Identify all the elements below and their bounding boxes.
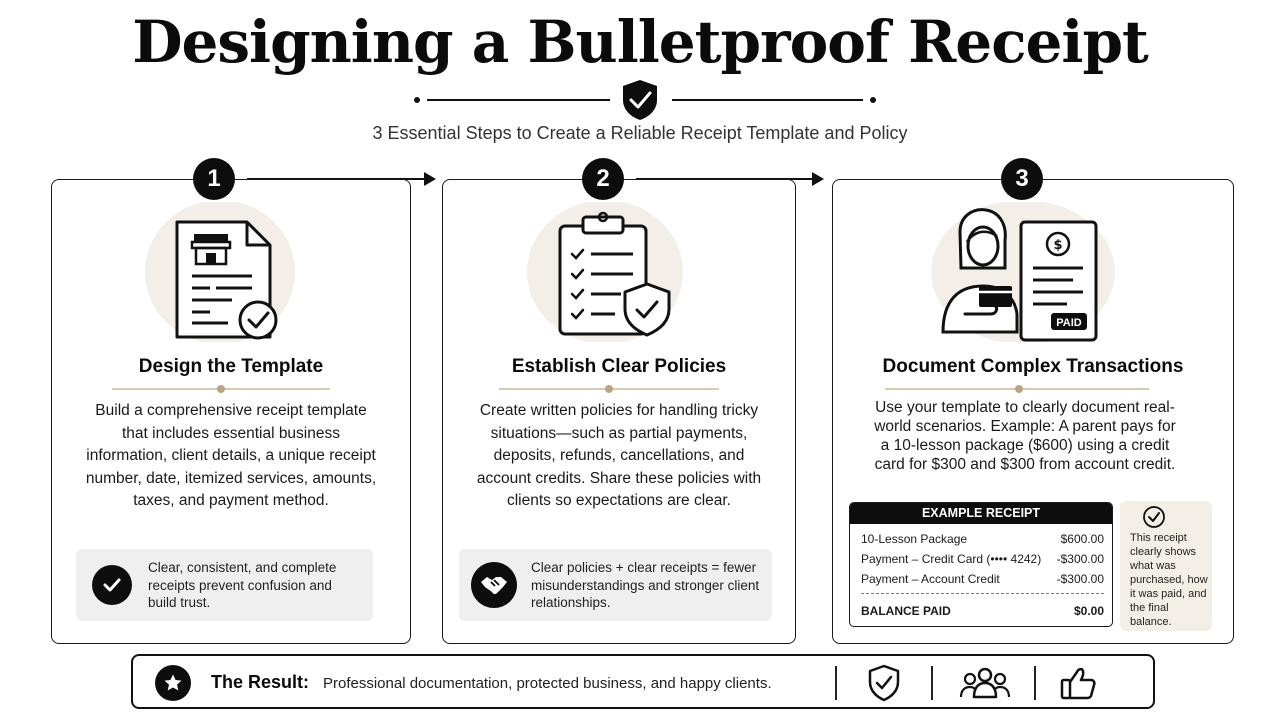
receipt-row: 10-Lesson Package $600.00 <box>861 532 1104 546</box>
step-title: Design the Template <box>138 356 324 377</box>
step-number-3: 3 <box>1001 158 1043 200</box>
receipt-row-label: Payment – Credit Card (•••• 4242) <box>861 552 1042 566</box>
step-description: Build a comprehensive receipt template t… <box>85 402 377 509</box>
divider <box>835 666 837 700</box>
step-description: Use your template to clearly document re… <box>874 399 1176 473</box>
step-card-document-transactions: $ PAID Document Complex Transactions Use… <box>832 179 1234 644</box>
step-note: Clear, consistent, and complete receipts… <box>76 549 373 621</box>
step-number-2: 2 <box>582 158 624 200</box>
title-underline <box>499 385 719 393</box>
step-card-establish-policies: Establish Clear Policies Create written … <box>442 179 796 644</box>
page-title: Designing a Bulletproof Receipt <box>132 8 1149 76</box>
step-title: Document Complex Transactions <box>882 356 1184 377</box>
receipt-header: EXAMPLE RECEIPT <box>850 503 1112 524</box>
receipt-total-label: BALANCE PAID <box>861 604 951 618</box>
receipt-row: Payment – Account Credit -$300.00 <box>861 572 1104 586</box>
receipt-row: Payment – Credit Card (•••• 4242) -$300.… <box>861 552 1104 566</box>
shield-check-icon <box>623 80 657 120</box>
step-title: Establish Clear Policies <box>511 356 727 377</box>
result-banner: The Result: Professional documentation, … <box>131 654 1155 709</box>
check-circle-icon <box>1143 506 1165 528</box>
step-card-design-template: Design the Template Build a comprehensiv… <box>51 179 411 644</box>
receipt-row-label: Payment – Account Credit <box>861 572 1000 586</box>
receipt-row-amount: $600.00 <box>1060 532 1104 546</box>
shield-check-icon <box>868 664 900 702</box>
receipt-row-amount: -$300.00 <box>1056 552 1104 566</box>
title-divider <box>414 80 876 120</box>
divider <box>1034 666 1036 700</box>
receipt-callout: This receipt clearly shows what was purc… <box>1120 501 1212 631</box>
star-icon <box>155 665 191 701</box>
step-description: Create written policies for handling tri… <box>476 402 762 509</box>
receipt-row-label: 10-Lesson Package <box>861 532 968 546</box>
storefront-document-icon <box>145 202 295 342</box>
receipt-total-row: BALANCE PAID $0.00 <box>861 604 1104 618</box>
receipt-row-amount: -$300.00 <box>1056 572 1104 586</box>
divider <box>931 666 933 700</box>
handshake-icon <box>471 562 517 608</box>
title-underline <box>885 385 1149 393</box>
receipt-separator <box>861 593 1104 594</box>
page-subtitle: 3 Essential Steps to Create a Reliable R… <box>372 123 908 143</box>
note-text: Clear policies + clear receipts = fewer … <box>531 560 760 610</box>
people-icon <box>959 667 1011 699</box>
paid-stamp: PAID <box>1056 317 1082 329</box>
result-label: The Result: <box>211 672 310 692</box>
step-number-1: 1 <box>193 158 235 200</box>
thumbs-up-icon <box>1060 667 1096 700</box>
checkmark-icon <box>92 565 132 605</box>
clipboard-checklist-icon <box>527 202 683 342</box>
step-note: Clear policies + clear receipts = fewer … <box>459 549 772 621</box>
svg-text:$: $ <box>1053 238 1062 253</box>
person-card-invoice-icon: $ PAID <box>931 202 1115 342</box>
title-underline <box>112 385 330 393</box>
result-text: Professional documentation, protected bu… <box>323 675 772 692</box>
note-text: Clear, consistent, and complete receipts… <box>148 560 337 610</box>
example-receipt: EXAMPLE RECEIPT 10-Lesson Package $600.0… <box>849 502 1113 627</box>
callout-text: This receipt clearly shows what was purc… <box>1130 532 1208 628</box>
receipt-total-amount: $0.00 <box>1073 604 1104 618</box>
